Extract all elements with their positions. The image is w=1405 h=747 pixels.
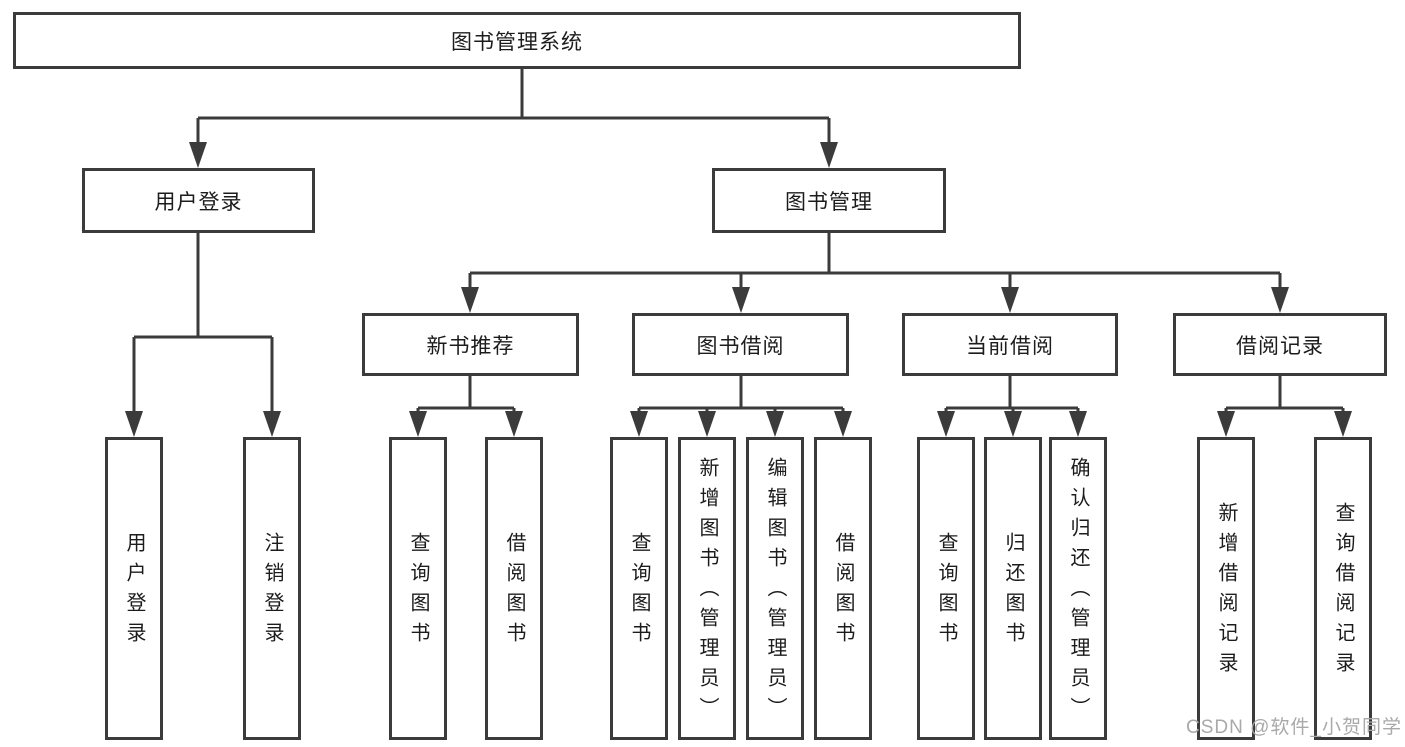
node-book-management: 图书管理 bbox=[712, 168, 946, 233]
leaf-query-books-recommend: 查询图书 bbox=[389, 437, 447, 740]
leaf-query-books-borrowing: 查询图书 bbox=[610, 437, 668, 740]
leaf-edit-book-admin: 编辑图书（管理员） bbox=[746, 437, 804, 740]
node-new-book-recommend: 新书推荐 bbox=[362, 313, 579, 376]
node-current-borrowing: 当前借阅 bbox=[902, 313, 1118, 376]
leaf-add-book-admin: 新增图书（管理员） bbox=[678, 437, 736, 740]
leaf-query-books-current: 查询图书 bbox=[917, 437, 975, 740]
leaf-user-login: 用户登录 bbox=[105, 437, 163, 740]
leaf-borrow-books-borrowing: 借阅图书 bbox=[814, 437, 872, 740]
watermark: CSDN @软件_小贺同学 bbox=[1186, 717, 1402, 738]
node-book-borrowing: 图书借阅 bbox=[632, 313, 849, 376]
leaf-logout: 注销登录 bbox=[243, 437, 301, 740]
leaf-return-book: 归还图书 bbox=[984, 437, 1042, 740]
leaf-confirm-return-admin: 确认归还（管理员） bbox=[1049, 437, 1107, 740]
leaf-query-borrow-record: 查询借阅记录 bbox=[1314, 437, 1372, 740]
node-book-management-system: 图书管理系统 bbox=[13, 12, 1021, 69]
node-user-login: 用户登录 bbox=[82, 168, 315, 233]
node-borrowing-records: 借阅记录 bbox=[1173, 313, 1387, 376]
leaf-add-borrow-record: 新增借阅记录 bbox=[1197, 437, 1255, 740]
leaf-borrow-books-recommend: 借阅图书 bbox=[485, 437, 543, 740]
